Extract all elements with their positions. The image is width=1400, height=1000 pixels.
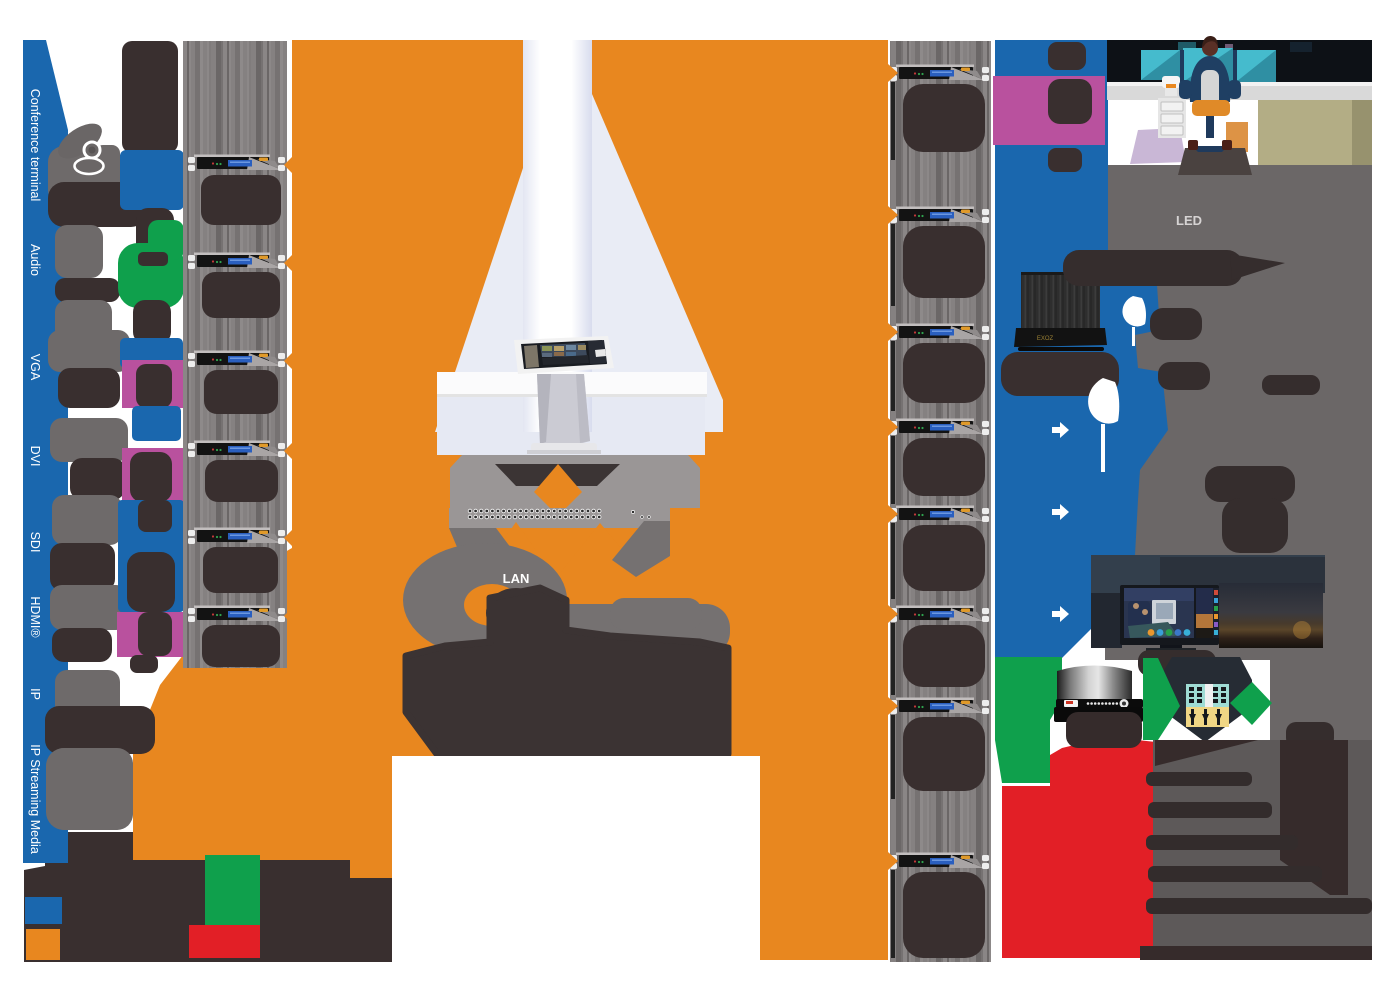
svg-text:DVI: DVI (28, 446, 42, 467)
svg-text:LAN: LAN (503, 571, 530, 586)
svg-text:HDMI®: HDMI® (28, 596, 42, 638)
svg-text:Audio: Audio (28, 244, 42, 276)
svg-text:IP Streaming Media: IP Streaming Media (28, 744, 42, 854)
svg-text:IP: IP (28, 688, 42, 700)
svg-text:LED: LED (1176, 213, 1202, 228)
svg-text:VGA: VGA (28, 354, 42, 381)
svg-text:Conference terminal: Conference terminal (28, 89, 42, 202)
svg-text:SDI: SDI (28, 532, 42, 553)
svg-text:EXOZ: EXOZ (1037, 336, 1054, 342)
